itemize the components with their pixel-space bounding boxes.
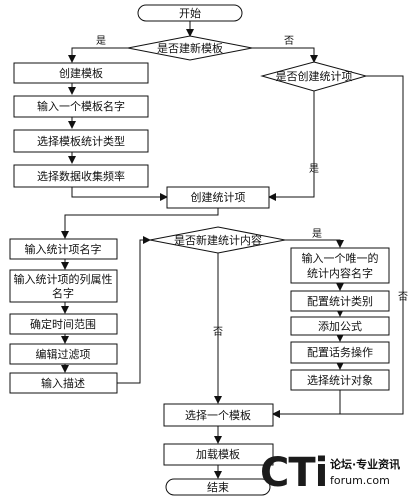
box-enter-stat-item-name: 输入统计项名字 — [9, 238, 118, 260]
decision-new-stat-content-label: 是否新建统计内容 — [174, 233, 262, 247]
decision-new-template-label: 是否建新模板 — [157, 41, 223, 55]
arrow-decision3-yes — [285, 239, 344, 248]
svg-text:创建统计项: 创建统计项 — [191, 190, 246, 204]
decision-create-stat-item: 是否创建统计项 — [260, 61, 368, 92]
yes-label-2: 是 — [309, 163, 319, 175]
box-select-stat-object: 选择统计对象 — [290, 369, 390, 391]
svg-text:输入描述: 输入描述 — [41, 376, 85, 390]
svg-text:选择一个模板: 选择一个模板 — [185, 408, 251, 422]
arrow-yes-to-create-template — [68, 47, 128, 63]
watermark-tagline: 论坛·专业资讯 — [330, 458, 401, 471]
box-config-stat-category: 配置统计类别 — [290, 290, 390, 312]
box-create-stat-item: 创建统计项 — [166, 186, 270, 209]
arrow-decision2-yes — [268, 91, 315, 201]
no-label-1: 否 — [284, 35, 294, 47]
box-select-collection-frequency: 选择数据收集频率 — [13, 164, 149, 188]
svg-text:输入一个模板名字: 输入一个模板名字 — [37, 99, 125, 113]
box-enter-template-name: 输入一个模板名字 — [13, 95, 149, 118]
svg-text:输入统计项名字: 输入统计项名字 — [25, 242, 102, 256]
box-edit-filter: 编辑过滤项 — [9, 343, 118, 365]
yes-label-1: 是 — [96, 35, 106, 47]
box-enter-column-attr-name: 输入统计项的列属性 名字 — [9, 269, 118, 303]
box-config-traffic-operation: 配置话务操作 — [290, 341, 390, 364]
start-label: 开始 — [179, 6, 201, 20]
arrow-create-stat-to-steps — [61, 208, 219, 239]
watermark-logo: CTi — [260, 450, 328, 496]
watermark: CTi 论坛·专业资讯 forum.com — [260, 450, 410, 496]
box-select-template: 选择一个模板 — [163, 403, 274, 427]
arrow-stat-to-decision3 — [117, 236, 151, 384]
svg-text:选择模板统计类型: 选择模板统计类型 — [37, 134, 125, 148]
box-select-template-stat-type: 选择模板统计类型 — [13, 129, 149, 153]
decision-create-stat-item-label: 是否创建统计项 — [276, 69, 353, 83]
arrow-left-to-create-stat — [71, 187, 168, 201]
start-terminal: 开始 — [137, 4, 243, 22]
yes-label-3: 是 — [312, 228, 322, 240]
svg-text:确定时间范围: 确定时间范围 — [30, 317, 96, 331]
svg-text:名字: 名字 — [52, 286, 74, 300]
svg-text:创建模板: 创建模板 — [59, 66, 103, 80]
svg-text:统计内容名字: 统计内容名字 — [307, 266, 373, 280]
svg-text:选择统计对象: 选择统计对象 — [307, 373, 373, 387]
svg-text:选择数据收集频率: 选择数据收集频率 — [37, 169, 125, 183]
decision-new-template: 是否建新模板 — [127, 35, 253, 61]
end-label: 结束 — [207, 481, 229, 494]
svg-text:加载模板: 加载模板 — [196, 447, 240, 461]
no-label-2: 否 — [398, 291, 408, 303]
svg-text:编辑过滤项: 编辑过滤项 — [36, 347, 91, 361]
decision-new-stat-content: 是否新建统计内容 — [149, 226, 286, 254]
no-label-3: 否 — [213, 326, 223, 338]
box-enter-description: 输入描述 — [9, 372, 118, 394]
svg-text:配置统计类别: 配置统计类别 — [307, 294, 373, 308]
watermark-domain: forum.com — [330, 474, 390, 487]
box-set-time-range: 确定时间范围 — [9, 313, 118, 335]
svg-text:配置话务操作: 配置话务操作 — [307, 345, 373, 359]
end-terminal: 结束 — [165, 478, 271, 496]
box-add-formula: 添加公式 — [290, 316, 390, 336]
arrow-right-to-select-template — [272, 390, 341, 418]
svg-text:输入统计项的列属性: 输入统计项的列属性 — [14, 272, 113, 286]
svg-text:输入一个唯一的: 输入一个唯一的 — [302, 251, 379, 265]
box-load-template: 加载模板 — [163, 443, 274, 466]
box-enter-unique-content-name: 输入一个唯一的 统计内容名字 — [290, 247, 390, 284]
box-create-template: 创建模板 — [13, 62, 149, 84]
arrow-no-to-decision2 — [252, 47, 318, 63]
svg-text:添加公式: 添加公式 — [318, 319, 362, 333]
